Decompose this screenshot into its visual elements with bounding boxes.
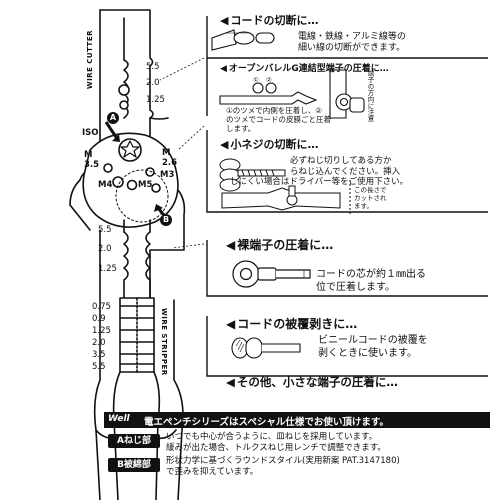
brand-logo: Well — [108, 414, 130, 424]
cut-wire-illustration — [211, 29, 275, 51]
wire-stripper-label: WIRE STRIPPER — [160, 308, 168, 376]
crimp-size-label: 5.5 — [146, 62, 160, 72]
crimp-size-label: 1.25 — [146, 95, 165, 105]
stripper-size-label: 2.0 — [92, 338, 106, 348]
screw-part-description: いつでも中心が合うように、皿ねじを採用しています。 緩みが出た場合、トルクスねじ… — [166, 432, 386, 453]
lower-crimp-size-label: 1.25 — [98, 264, 117, 274]
screw-size-iso: ISO — [82, 128, 99, 138]
open-barrel-num-2: ② — [266, 76, 272, 84]
bare-terminal-illustration — [232, 260, 311, 288]
tag-coating-part: B被綿部 — [108, 458, 160, 472]
tag-screw-part: Aねじ部 — [108, 434, 160, 448]
section-title-strip-wire: ◀コードの被覆剥きに… — [226, 317, 358, 331]
section-body-bare-terminal: コードの芯が約１㎜出る 位で圧着します。 — [316, 269, 426, 293]
section-body-open-barrel: ①のツメで内側を圧着し、② のツメでコードの皮膜ごと圧着 します。 — [226, 106, 331, 133]
section-title-open-barrel: ◀オープンバレルG連結型端子の圧着に… — [220, 64, 389, 74]
stripper-size-label: 1.25 — [92, 326, 111, 336]
stripper-size-label: 3.5 — [92, 350, 106, 360]
screw-size-m3: M3 — [160, 170, 175, 180]
stripper-size-label: 5.5 — [92, 362, 106, 372]
screw-size-m2-6: M 2.6 — [162, 148, 178, 168]
marker-b: B — [160, 214, 172, 226]
crimp-size-label: 2.0 — [146, 78, 160, 88]
marker-a: A — [107, 112, 119, 124]
open-barrel-illustration — [219, 69, 365, 119]
wire-cutter-label: WIRE CUTTER — [86, 30, 94, 90]
coating-part-description: 形状力学に基づくラウンドスタイル(実用新案 PAT.3147180) で歪みを抑… — [166, 456, 400, 477]
stripper-size-label: 0.9 — [92, 314, 106, 324]
footer-message: 電エペンチシリーズはスペシャル仕様でお使い頂けます。 — [144, 417, 389, 428]
lower-crimp-size-label: 5.5 — [98, 225, 112, 235]
footer-bar: Well 電エペンチシリーズはスペシャル仕様でお使い頂けます。 — [104, 412, 490, 428]
stripper-size-label: 0.75 — [92, 302, 111, 312]
section-title-small-terminal: ◀その他、小さな端子の圧着に… — [226, 375, 398, 389]
screw-size-m5: M5 — [138, 180, 153, 190]
marker-a-arrow — [104, 121, 120, 142]
section-body-strip-wire: ビニールコードの被覆を 剥くときに使います。 — [318, 335, 428, 359]
screw-size-m3-5: M 3.5 — [84, 150, 100, 170]
open-barrel-side-note: 端子の方向に注意 — [366, 70, 374, 122]
strip-wire-illustration — [231, 337, 301, 359]
section-title-cut-wire: ◀コードの切断に… — [220, 14, 319, 27]
section-body-small-screw: 必ずねじ切りしてある方か らねじ込んでください。挿入 しにくい場合はドライバー等… — [230, 156, 409, 187]
lower-crimp-size-label: 2.0 — [98, 244, 112, 254]
small-screw-illustration — [219, 158, 351, 214]
section-title-bare-terminal: ◀裸端子の圧着に… — [226, 238, 334, 252]
section-title-small-screw: ◀小ネジの切断に… — [220, 138, 319, 151]
footer-panel: Well 電エペンチシリーズはスペシャル仕様でお使い頂けます。 Aねじ部 いつで… — [104, 412, 490, 492]
screw-size-m4: M4 — [98, 180, 113, 190]
open-barrel-num-1: ① — [253, 76, 259, 84]
screw-cut-note: この長さで カットされ ます。 — [354, 186, 387, 210]
section-body-cut-wire: 電線・鉄線・アルミ線等の 細い線の切断ができます。 — [298, 32, 406, 53]
